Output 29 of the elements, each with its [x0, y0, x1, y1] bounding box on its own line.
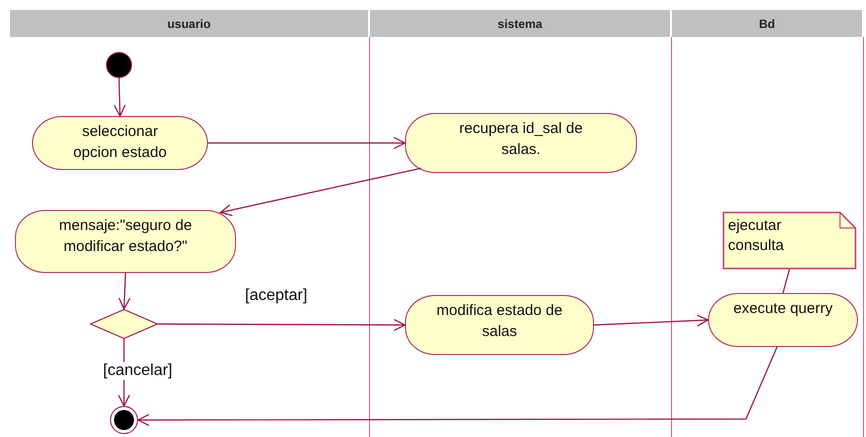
lane-title: usuario	[167, 16, 211, 30]
activity-box	[15, 210, 236, 273]
note-anchor-line	[782, 268, 790, 294]
flow-arrow	[137, 346, 778, 426]
initial-node	[106, 52, 132, 78]
guard-label: [aceptar]	[245, 287, 308, 305]
lane-title: sistema	[498, 16, 542, 30]
flow-arrow	[158, 318, 406, 332]
activity-box	[405, 113, 637, 173]
activity-label: recupera id_sal de salas.	[458, 119, 584, 160]
note-text: ejecutar consulta	[728, 216, 785, 256]
decision-diamond	[90, 309, 158, 339]
flow-arrow	[118, 272, 131, 310]
activity-label: execute querry	[733, 299, 833, 319]
flow-arrow	[594, 314, 709, 327]
flow-arrow	[114, 78, 126, 117]
guard-label: [cancelar]	[103, 362, 172, 380]
swimlane	[10, 10, 370, 437]
lane-title: Bd	[759, 16, 775, 30]
activity-label: mensaje:"seguro de modificar estado?"	[58, 216, 193, 257]
flow-arrow	[220, 168, 422, 216]
swimlane	[370, 10, 672, 437]
activity-label: modifica estado de salas	[436, 301, 563, 342]
activity-box	[405, 295, 594, 355]
activity-label: seleccionar opcion estado	[72, 122, 168, 163]
flow-arrow	[208, 136, 406, 150]
final-node	[110, 406, 138, 434]
note-box	[723, 212, 856, 269]
swimlane	[672, 10, 864, 437]
